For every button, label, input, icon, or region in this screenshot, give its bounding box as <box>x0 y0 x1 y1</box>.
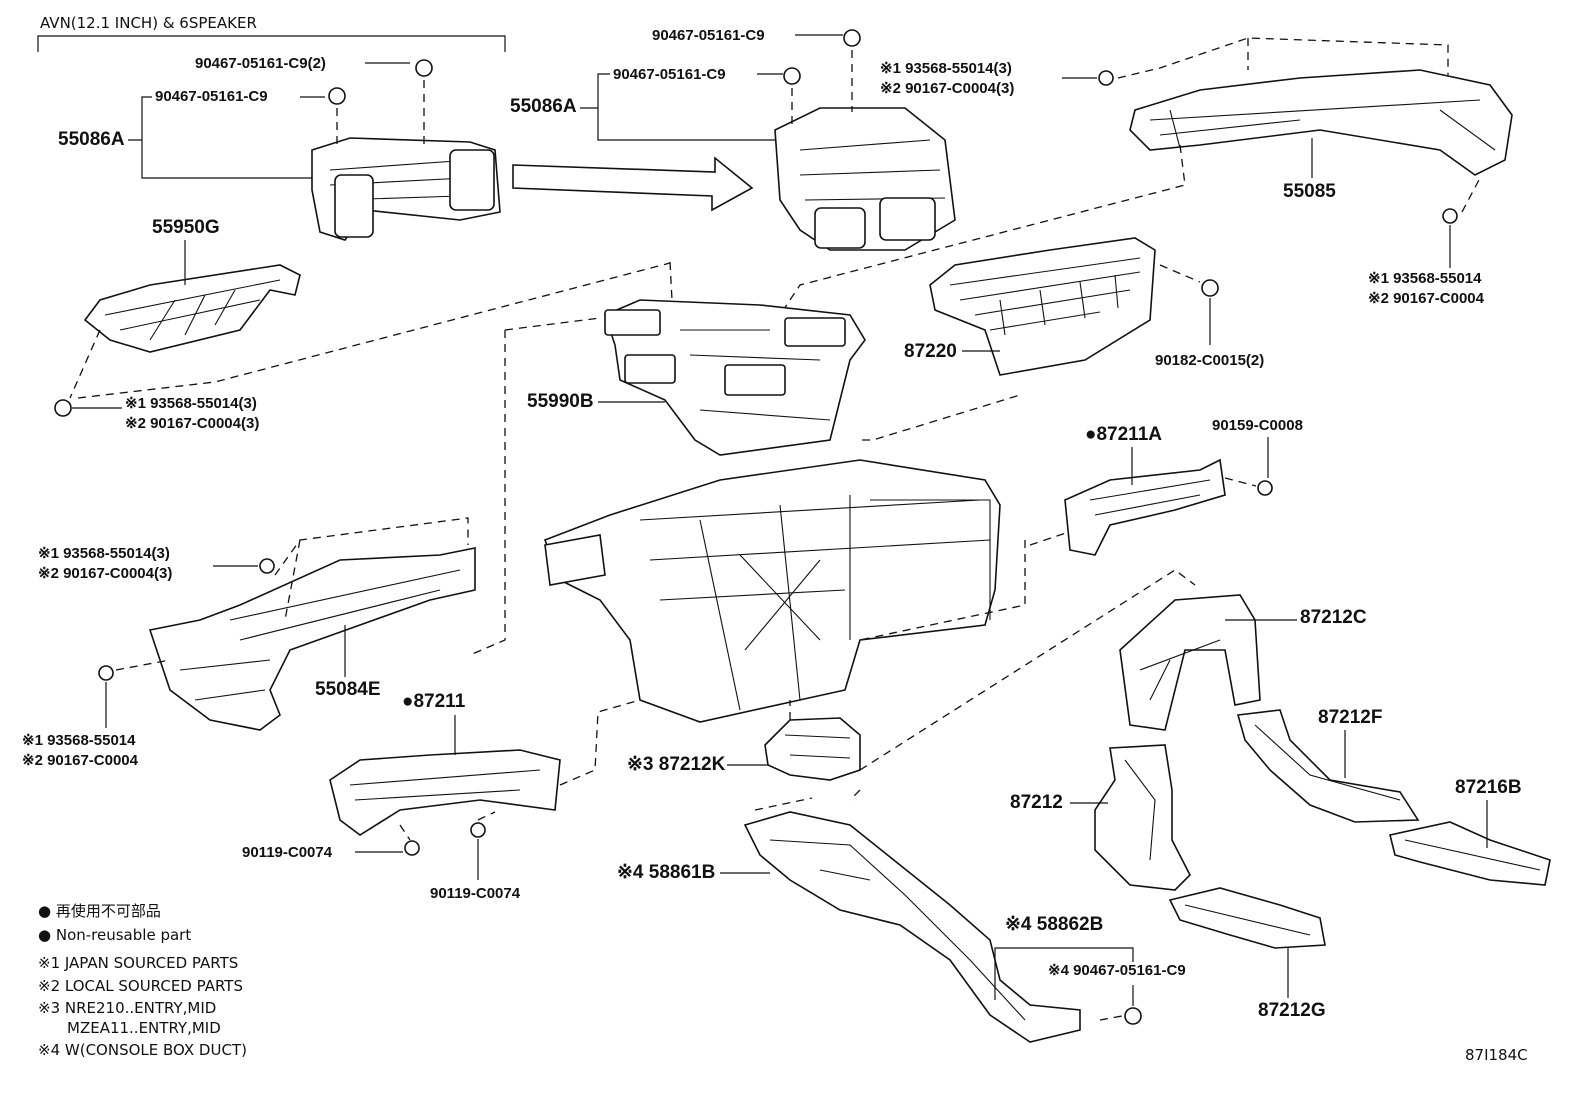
duct-87212K <box>764 717 861 781</box>
duct-55086A-mid <box>774 107 956 251</box>
label-90467-br: ※4 90467-05161-C9 <box>1048 962 1186 979</box>
legend-note4: ※4 W(CONSOLE BOX DUCT) <box>38 1041 247 1059</box>
label-55084E: 55084E <box>315 679 381 700</box>
bolt-icon <box>1257 480 1273 496</box>
label-93568-left-1: ※1 93568-55014(3) <box>125 395 257 412</box>
label-87212G: 87212G <box>1258 1000 1326 1021</box>
label-90167-tr-2: ※2 90167-C0004(3) <box>880 80 1014 97</box>
duct-55084E <box>148 547 476 731</box>
label-55085: 55085 <box>1283 181 1336 202</box>
duct-87211A <box>1064 458 1226 556</box>
label-87212K: ※3 87212K <box>627 754 726 775</box>
label-90159: 90159-C0008 <box>1212 417 1303 434</box>
label-90167-left-2: ※2 90167-C0004(3) <box>125 415 259 432</box>
label-87216B: 87216B <box>1455 777 1522 798</box>
duct-87216B <box>1389 821 1551 886</box>
label-90467-c9-a: 90467-05161-C9 <box>155 88 268 105</box>
label-90467-c9-2: 90467-05161-C9(2) <box>195 55 326 72</box>
duct-87212 <box>1094 744 1191 891</box>
label-90167-bl-2: ※2 90167-C0004 <box>22 752 139 769</box>
figure-code: 87I184C <box>1465 1046 1528 1064</box>
label-55086A-mid: 55086A <box>510 96 577 117</box>
filter-87220 <box>929 237 1156 376</box>
arrow-icon <box>512 156 754 212</box>
label-90182: 90182-C0015(2) <box>1155 352 1264 369</box>
label-93568-tr-1: ※1 93568-55014(3) <box>880 60 1012 77</box>
clip-icon <box>1124 1007 1142 1025</box>
duct-87212F <box>1236 709 1420 823</box>
label-55950G: 55950G <box>152 217 220 238</box>
clip-icon <box>783 67 801 85</box>
label-90467-mid-b: 90467-05161-C9 <box>613 66 726 83</box>
bolt-icon <box>1442 208 1458 224</box>
label-58862B: ※4 58862B <box>1005 914 1103 935</box>
label-90167-ml-2: ※2 90167-C0004(3) <box>38 565 172 582</box>
variant-bracket <box>37 35 506 52</box>
label-87212C: 87212C <box>1300 607 1367 628</box>
frame-55990B <box>604 299 866 456</box>
bolt-icon <box>54 399 72 417</box>
hvac-unit <box>543 459 1001 723</box>
legend-note3a: ※3 NRE210..ENTRY,MID <box>38 999 216 1017</box>
bolt-icon <box>404 840 420 856</box>
clip-icon <box>328 87 346 105</box>
label-90119-b: 90119-C0074 <box>430 885 521 902</box>
bolt-icon <box>1098 70 1114 86</box>
clip-icon <box>843 29 861 47</box>
legend-note2: ※2 LOCAL SOURCED PARTS <box>38 977 243 995</box>
label-93568-r-1: ※1 93568-55014 <box>1368 270 1482 287</box>
label-87220: 87220 <box>904 341 957 362</box>
label-93568-bl-1: ※1 93568-55014 <box>22 732 136 749</box>
panel-55950G <box>83 264 301 353</box>
label-90467-mid-a: 90467-05161-C9 <box>652 27 765 44</box>
label-55990B: 55990B <box>527 391 594 412</box>
label-87211: ●87211 <box>402 691 466 712</box>
duct-58861B <box>743 811 1081 1043</box>
label-90119-a: 90119-C0074 <box>242 844 333 861</box>
variant-header: AVN(12.1 INCH) & 6SPEAKER <box>40 14 257 32</box>
legend-note3b: MZEA11..ENTRY,MID <box>67 1019 221 1037</box>
bolt-icon <box>470 822 486 838</box>
label-55086A-left: 55086A <box>58 129 125 150</box>
legend-note1: ※1 JAPAN SOURCED PARTS <box>38 954 238 972</box>
bolt-icon <box>98 665 114 681</box>
bolt-icon <box>259 558 275 574</box>
duct-55086A-left <box>311 137 501 241</box>
duct-87211 <box>329 749 561 836</box>
duct-87212G <box>1168 887 1326 949</box>
clip-icon <box>415 59 433 77</box>
label-90167-r-2: ※2 90167-C0004 <box>1368 290 1485 307</box>
label-93568-ml-1: ※1 93568-55014(3) <box>38 545 170 562</box>
label-87211A: ●87211A <box>1085 424 1162 445</box>
duct-55085 <box>1129 69 1513 176</box>
nut-icon <box>1201 279 1219 297</box>
label-87212F: 87212F <box>1318 707 1382 728</box>
legend-jp: ● 再使用不可部品 <box>38 902 161 920</box>
legend-en: ● Non-reusable part <box>38 926 191 944</box>
duct-87212C <box>1119 594 1261 731</box>
label-58861B: ※4 58861B <box>617 862 715 883</box>
label-87212: 87212 <box>1010 792 1063 813</box>
